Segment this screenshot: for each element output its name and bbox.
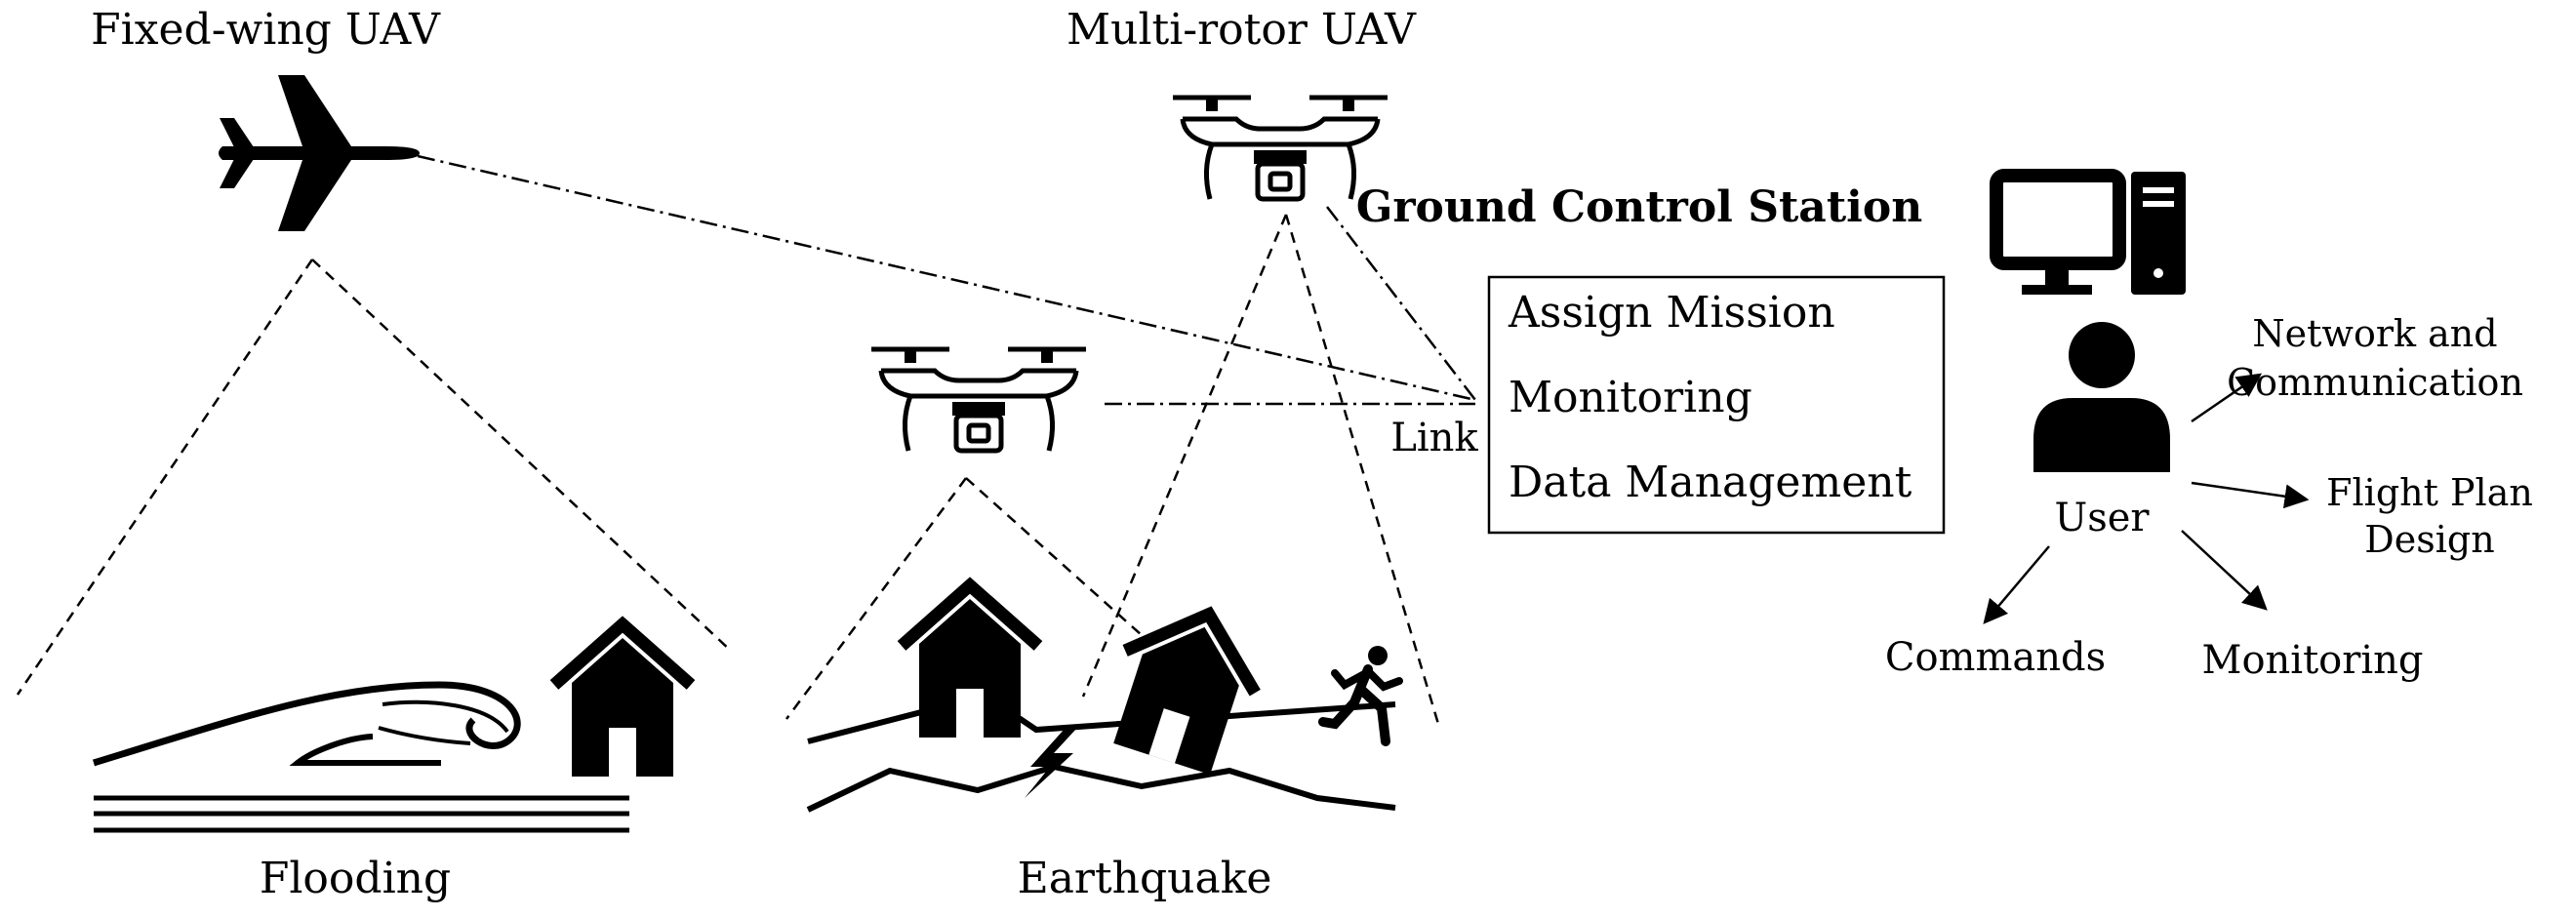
fixed-wing-uav-label: Fixed-wing UAV [91, 5, 441, 55]
multi-rotor-uav-label: Multi-rotor UAV [1067, 5, 1417, 55]
monitoring-label: Monitoring [2201, 638, 2423, 683]
mission-item-data-management: Data Management [1509, 458, 1912, 507]
user-icon [2033, 322, 2170, 472]
user-arrows [1983, 373, 2310, 624]
earthquake-house-icon [902, 585, 1038, 738]
network-label-line2: Communication [2227, 361, 2523, 404]
drone-icon [871, 349, 1086, 451]
network-label-line1: Network and [2252, 312, 2497, 355]
user-label: User [2054, 496, 2150, 540]
earthquake-label: Earthquake [1018, 854, 1272, 903]
sensing-cones [16, 214, 1440, 725]
running-person-icon [1318, 646, 1403, 746]
multi-rotor-drone-icon [1173, 98, 1388, 199]
flood-wave-icon [92, 681, 629, 833]
mission-item-monitoring: Monitoring [1509, 373, 1752, 422]
flight-plan-label-line1: Flight Plan [2326, 471, 2533, 514]
mission-box [1487, 275, 1946, 535]
flight-plan-label-line2: Design [2364, 518, 2494, 561]
lightning-crack-icon [1025, 728, 1077, 798]
desktop-computer-icon [1990, 169, 2186, 295]
flooding-house-icon [554, 624, 691, 777]
tilted-house-icon [1097, 593, 1273, 780]
commands-label: Commands [1885, 635, 2106, 680]
link-label: Link [1390, 416, 1478, 460]
flooding-label: Flooding [260, 854, 451, 903]
link-lines [417, 154, 1476, 406]
ground-control-station-label: Ground Control Station [1356, 182, 1922, 232]
earthquake-ground [806, 692, 1396, 813]
mission-item-assign: Assign Mission [1508, 288, 1835, 338]
airplane-icon [219, 75, 420, 231]
